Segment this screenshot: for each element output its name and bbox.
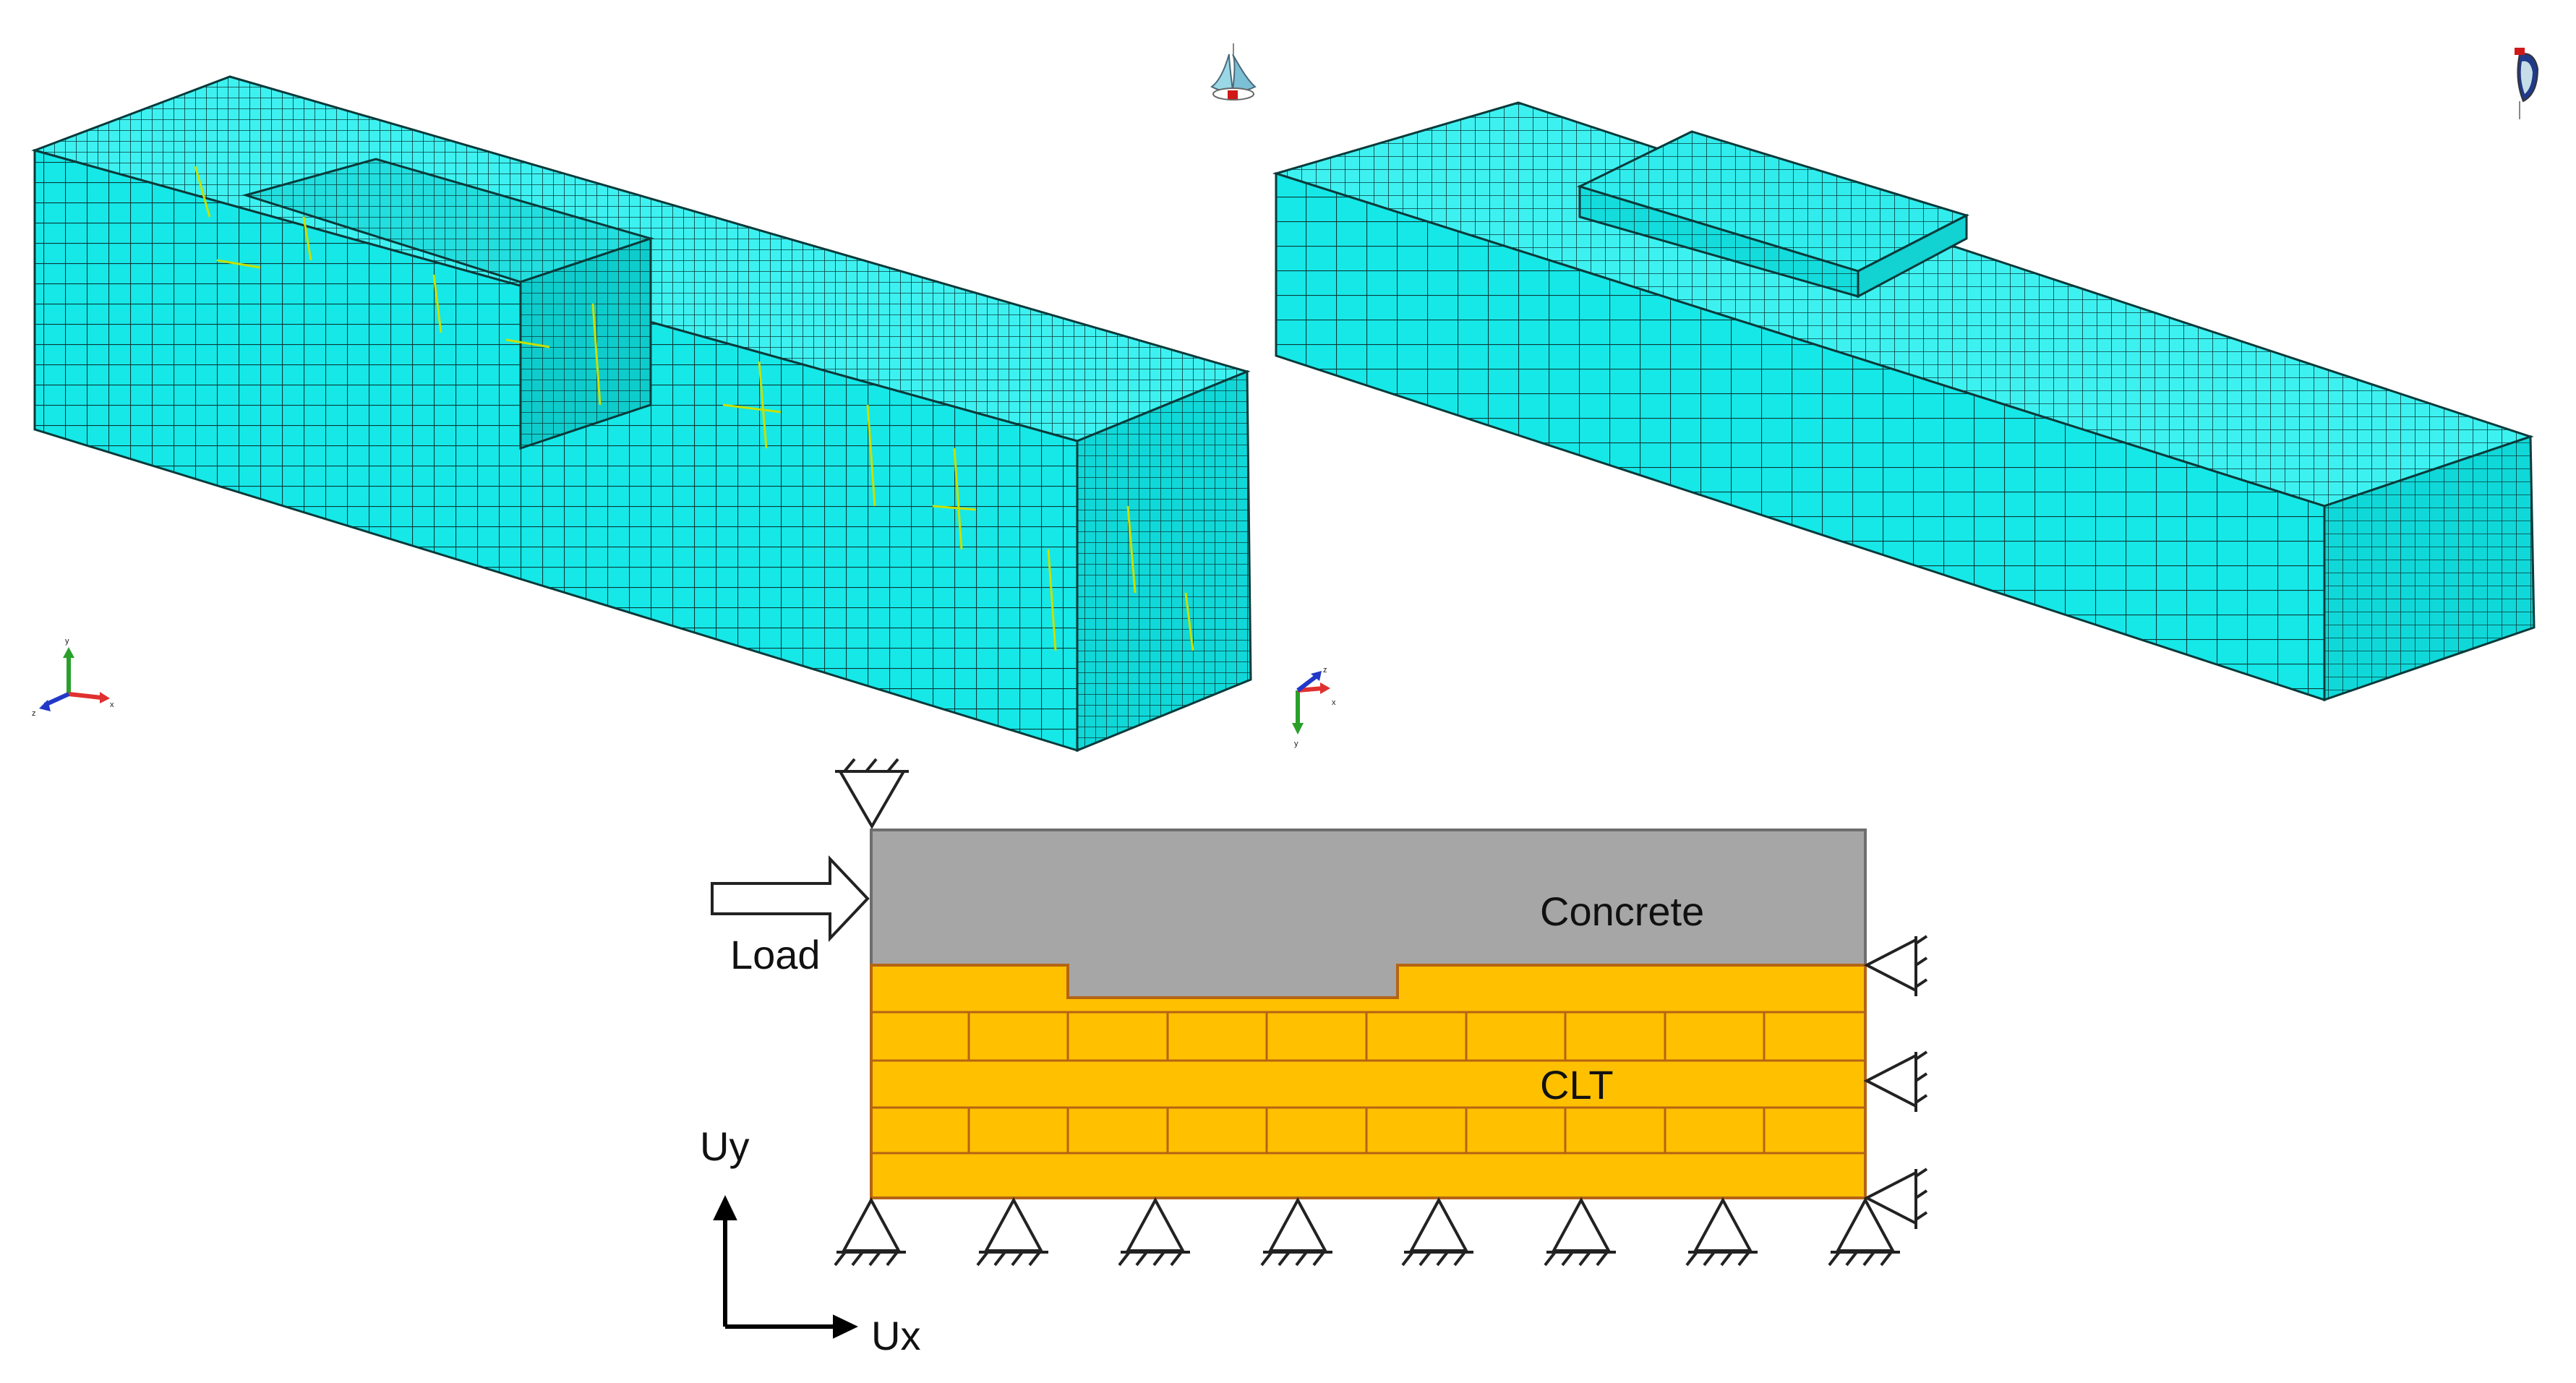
bottom-pin-support-icon <box>1828 1196 1900 1267</box>
bottom-pin-support-icon <box>834 1196 906 1267</box>
ux-label: Ux <box>871 1313 920 1358</box>
left-mesh-model <box>31 75 1252 753</box>
right-view-compass-icon <box>2515 48 2539 119</box>
clt-label: CLT <box>1540 1062 1614 1108</box>
schematic: Concrete CLT Load Uy Ux <box>700 758 1928 1358</box>
clt-lamination-lines <box>871 1011 1865 1155</box>
left-triad-y-label: y <box>65 637 69 646</box>
top-left-support-icon <box>835 758 909 829</box>
load-label: Load <box>730 932 821 977</box>
concrete-label: Concrete <box>1540 889 1704 934</box>
bottom-pin-support-icon <box>1118 1196 1190 1267</box>
right-support-top-icon <box>1863 935 1928 996</box>
right-triad-y-label: y <box>1294 740 1298 748</box>
left-triad-z-label: z <box>32 709 36 718</box>
clt-layer <box>870 964 1867 1199</box>
bottom-pin-support-icon <box>1685 1196 1758 1267</box>
uy-label: Uy <box>700 1123 749 1169</box>
load-arrow-icon <box>711 855 870 943</box>
left-mesh-cracks <box>194 166 1194 651</box>
bottom-pin-support-icon <box>1401 1196 1473 1267</box>
bottom-supports <box>834 1196 1900 1267</box>
right-triad: y x z <box>1292 666 1336 748</box>
bottom-pin-support-icon <box>976 1196 1048 1267</box>
right-support-bottom-icon <box>1863 1168 1928 1229</box>
bottom-pin-support-icon <box>1544 1196 1616 1267</box>
right-mesh-model <box>1272 101 2536 702</box>
right-triad-x-label: x <box>1332 698 1336 707</box>
right-triad-z-label: z <box>1323 666 1327 675</box>
left-triad: y x z <box>32 637 114 718</box>
bottom-pin-support-icon <box>1260 1196 1332 1267</box>
coordinate-axes-icon <box>713 1195 858 1339</box>
left-triad-x-label: x <box>110 701 114 709</box>
left-view-compass-icon <box>1210 43 1257 100</box>
right-support-middle-icon <box>1863 1050 1928 1112</box>
